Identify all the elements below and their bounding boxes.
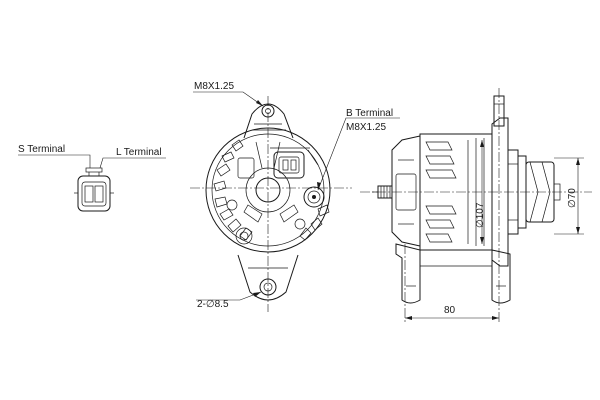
front-view: [190, 96, 352, 312]
body-diameter-dimension: [480, 140, 484, 244]
mount-holes-label: 2-∅8.5: [197, 299, 229, 310]
s-terminal-leader: [18, 154, 91, 168]
pulley-diameter-label: ∅70: [567, 188, 578, 208]
b-terminal-label: B Terminal: [346, 108, 393, 119]
shaft-boss: [255, 177, 281, 203]
pulley-diameter-dimension: [554, 157, 584, 235]
l-terminal-leader: [99, 157, 166, 169]
regulator-socket: [273, 151, 305, 179]
bottom-mounting-ear: [237, 254, 299, 301]
connector-plug: [74, 167, 114, 212]
b-terminal-stud: [303, 186, 325, 208]
top-mounting-ear: [243, 103, 294, 139]
b-terminal-thread-label: M8X1.25: [346, 122, 386, 133]
b-terminal-leader: [317, 117, 400, 191]
width-dimension-label: 80: [444, 305, 456, 316]
top-thread-label: M8X1.25: [194, 81, 234, 92]
rear-housing: [205, 127, 331, 253]
side-view: [360, 88, 592, 324]
l-terminal-label: L Terminal: [116, 147, 162, 158]
s-terminal-label: S Terminal: [18, 144, 65, 155]
pulley: [517, 155, 561, 229]
bottom-mounting-foot: [395, 243, 421, 304]
cooling-slots: [213, 139, 330, 241]
body-diameter-label: ∅107: [475, 202, 486, 228]
mount-holes-leader: [196, 291, 262, 301]
stator-fins: [425, 138, 485, 246]
width-dimension: [405, 316, 499, 320]
top-thread-leader: [193, 91, 264, 107]
